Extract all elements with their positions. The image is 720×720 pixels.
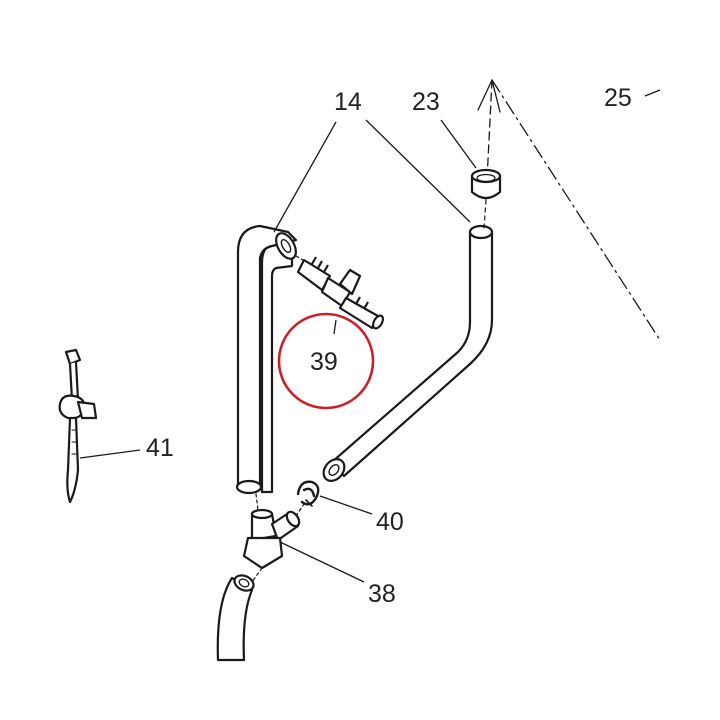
clip-40 (296, 480, 320, 507)
assembly-guide-lines (477, 79, 661, 341)
lower-hose (216, 574, 255, 662)
clamp-23 (470, 168, 502, 229)
label-25: 25 (604, 84, 632, 112)
label-40: 40 (376, 508, 404, 536)
label-14: 14 (334, 88, 362, 116)
highlight-circle-39 (277, 312, 375, 410)
label-38: 38 (368, 580, 396, 608)
part-labels: 14 23 25 39 41 40 38 (146, 84, 632, 608)
cable-tie-41 (58, 348, 98, 504)
connector-39 (295, 255, 385, 330)
leader-lines (79, 89, 661, 583)
hose-14-right (322, 224, 494, 482)
label-39: 39 (310, 348, 338, 376)
hose-14-left (235, 224, 298, 495)
label-41: 41 (146, 434, 174, 462)
label-23: 23 (412, 88, 440, 116)
t-fitting-38 (242, 493, 305, 583)
